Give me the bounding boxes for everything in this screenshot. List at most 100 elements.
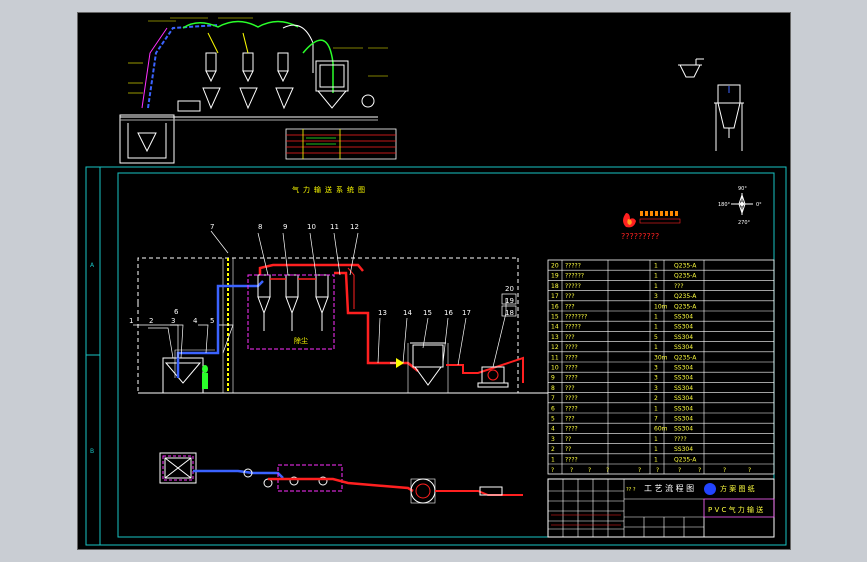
compass-west: 180° [718,202,731,208]
logo-caption: ????????? [621,232,659,241]
bom-cell: 17 [551,293,559,300]
callout-6: 6 [174,308,179,316]
compass-icon: 90° 0° 180° 270° [718,186,762,226]
callout-20: 20 [505,285,514,293]
callout-4: 4 [193,317,198,325]
cad-drawing: A B 气力输送系统图 [85,17,787,546]
callout-1: 1 [129,317,133,325]
bom-cell: 1 [551,456,555,463]
top-right-detail [678,58,744,151]
bom-header-cell: ? [748,467,751,474]
title-block-company: 工 艺 流 程 图 [644,483,694,493]
title-block: ?? ? 工 艺 流 程 图 方 案 图 纸 P V C 气 力 输 送 [547,478,775,538]
bom-cell: Q235-A [674,293,697,300]
callout-10: 10 [307,223,316,231]
bom-cell: ???? [565,365,578,372]
bom-cell: ??????? [565,314,587,321]
bom-header-cell: ? [656,467,659,474]
bom-cell: ???? [565,395,578,402]
callout-12: 12 [350,223,359,231]
bom-cell: ????? [565,283,581,290]
callout-17: 17 [462,309,471,317]
bom-cell: SS304 [674,426,693,433]
callout-9: 9 [283,223,287,231]
bom-header-cell: ? [723,467,726,474]
callout-13: 13 [378,309,387,317]
title-block-drawing-name: P V C 气 力 输 送 [708,505,763,514]
elevation-view: 除尘 [133,230,548,394]
bom-cell: SS304 [674,334,693,341]
bom-cell: Q235-A [674,273,697,280]
bom-cell: 19 [551,273,559,280]
plan-view [159,452,523,504]
bom-cell: SS304 [674,314,693,321]
bom-cell: ??? [565,293,575,300]
bom-cell: 8 [551,385,555,392]
bom-cell: 3 [654,375,658,382]
bom-cell: SS304 [674,365,693,372]
bom-header-cell: ? [570,467,573,474]
bom-header-cell: ? [606,467,609,474]
bom-cell: 3 [654,293,658,300]
bom-cell: ??? [565,416,575,423]
bom-cell: ?????? [565,273,584,280]
bom-cell: SS304 [674,405,693,412]
bom-cell: 1 [654,456,658,463]
bom-cell: 18 [551,283,559,290]
bom-cell: 1 [654,324,658,331]
callout-14: 14 [403,309,412,317]
callout-11: 11 [330,223,339,231]
callout-5: 5 [210,317,214,325]
compass-north: 90° [738,186,747,192]
title-block-stage: 方 案 图 纸 [720,484,755,493]
bom-cell: ???? [565,456,578,463]
bom-cell: 11 [551,354,559,361]
bom-header-cell: ? [698,467,701,474]
bom-cell: ?? [565,446,571,453]
bom-header-cell: ? [678,467,681,474]
bom-cell: 20 [551,263,559,270]
bom-cell: 7 [654,416,658,423]
callout-8: 8 [258,223,262,231]
bom-cell: 2 [654,395,658,402]
bom-cell: 13 [551,334,559,341]
bom-cell: Q235-A [674,263,697,270]
bom-cell: 3 [551,436,555,443]
callout-7: 7 [210,223,214,231]
company-logo: ????????? [621,211,681,241]
callout-19: 19 [505,297,514,305]
bom-cell: SS304 [674,385,693,392]
callout-16: 16 [444,309,453,317]
callout-15: 15 [423,309,432,317]
bom-cell: 60m [654,426,668,433]
bom-cell: 5 [654,334,658,341]
bom-cell: 1 [654,446,658,453]
bom-cell: 1 [654,436,658,443]
bom-cell: ???? [565,405,578,412]
callout-numbers: 1 2 3 4 5 6 7 8 9 10 11 12 13 14 15 16 1… [129,223,514,325]
bom-cell: 14 [551,324,559,331]
bom-cell: SS304 [674,324,693,331]
bom-cell: ?? [565,436,571,443]
bom-cell: ???? [565,426,578,433]
bom-cell: 3 [654,365,658,372]
bom-cell: 1 [654,283,658,290]
callout-3: 3 [171,317,175,325]
bom-cell: 1 [654,263,658,270]
drawing-canvas: A B 气力输送系统图 [77,12,791,550]
bom-cell: 2 [551,446,555,453]
bom-cell: 5 [551,416,555,423]
bom-cell: 30m [654,354,668,361]
frame-marker-a: A [90,262,95,269]
compass-south: 270° [738,220,751,226]
bom-cell: SS304 [674,395,693,402]
bom-cell: 9 [551,375,555,382]
bom-cell: Q235-A [674,303,697,310]
bom-cell: 12 [551,344,559,351]
bom-cell: ??? [565,385,575,392]
bom-cell: SS304 [674,416,693,423]
bom-cell: SS304 [674,375,693,382]
bom-cell: ???? [565,354,578,361]
bom-cell: 6 [551,405,555,412]
